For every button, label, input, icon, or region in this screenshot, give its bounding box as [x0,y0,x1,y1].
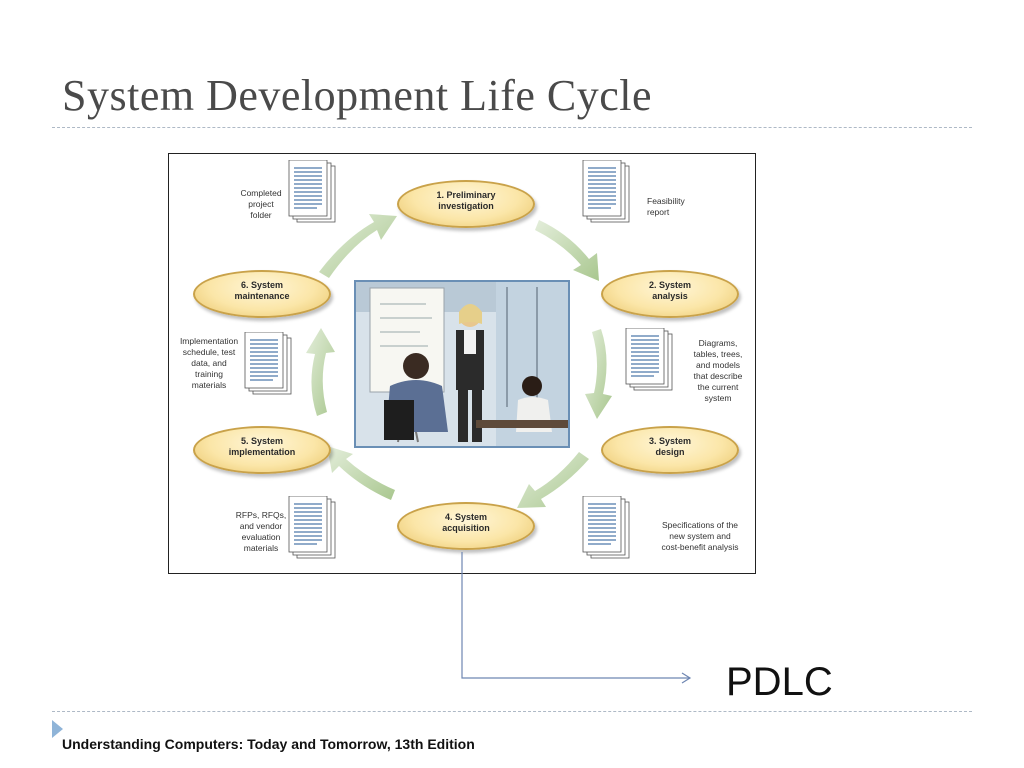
arrow-3-to-4 [517,452,589,508]
stage-preliminary-investigation: 1. Preliminary investigation [397,180,535,228]
stage-system-acquisition: 4. System acquisition [397,502,535,550]
arrow-2-to-3 [585,329,612,419]
stage-system-analysis: 2. System analysis [601,270,739,318]
arrow-6-to-1 [319,214,397,278]
corner-triangle-icon [52,720,63,738]
arrow-1-to-2 [535,220,599,281]
footer-divider [52,711,972,712]
stage-label: 5. System implementation [228,436,296,457]
arrow-5-to-6 [306,328,335,416]
output-implementation-materials: Implementation schedule, test data, and … [179,336,239,390]
cycle-arrows [306,214,612,508]
title-divider [52,127,972,128]
pdlc-callout: PDLC [726,660,833,704]
stage-system-design: 3. System design [601,426,739,474]
document-stack-icon [244,332,292,395]
stage-system-maintenance: 6. System maintenance [193,270,331,318]
output-analysis-models: Diagrams, tables, trees, and models that… [693,338,743,403]
output-project-folder: Completed project folder [240,188,282,220]
arrow-4-to-5 [327,446,395,500]
document-stack-icon [582,160,630,223]
document-stack-icon [288,160,336,223]
stage-label: 3. System design [648,436,692,457]
footer-text: Understanding Computers: Today and Tomor… [62,736,475,752]
output-design-specifications: Specifications of the new system and cos… [661,520,739,552]
stage-label: 2. System analysis [648,280,692,301]
document-stack-icon [288,496,336,559]
document-stack-icon [625,328,673,391]
output-feasibility-report: Feasibility report [647,196,685,217]
output-acquisition-materials: RFPs, RFQs, and vendor evaluation materi… [235,510,287,553]
stage-label: 1. Preliminary investigation [436,190,496,211]
document-stack-icon [582,496,630,559]
meeting-photo [354,280,570,448]
slide-title: System Development Life Cycle [62,71,653,120]
stage-label: 4. System acquisition [442,512,490,533]
stage-label: 6. System maintenance [234,280,290,301]
stage-system-implementation: 5. System implementation [193,426,331,474]
sdlc-diagram: 1. Preliminary investigation 2. System a… [168,153,756,574]
